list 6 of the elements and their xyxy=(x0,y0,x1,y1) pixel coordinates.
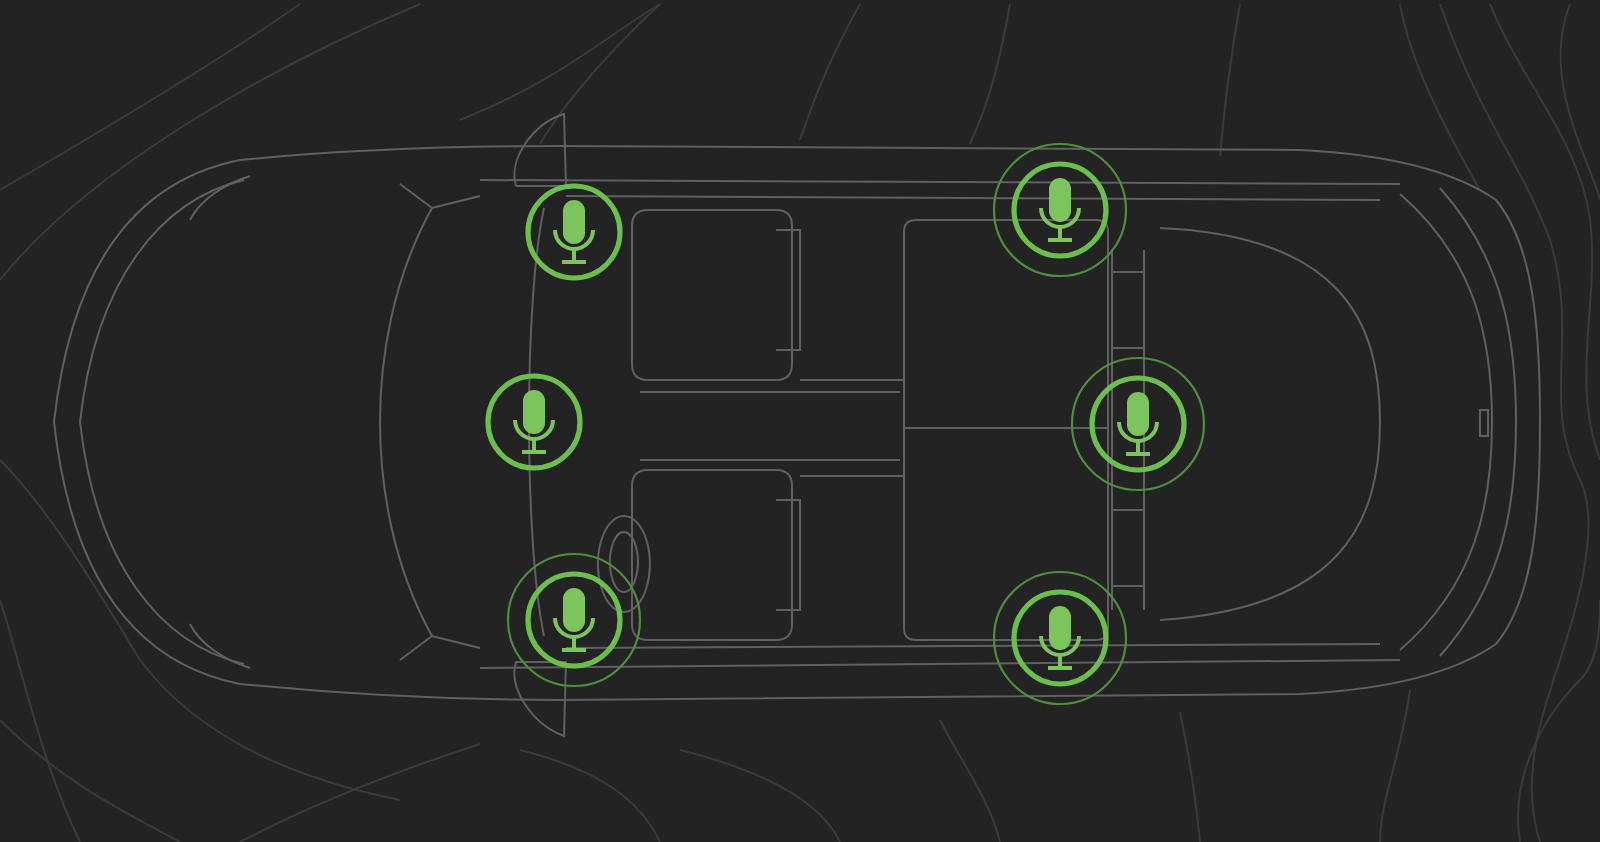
microphone-icon xyxy=(1070,356,1206,492)
microphone-icon xyxy=(524,182,624,282)
microphone-icon xyxy=(992,142,1128,278)
microphone-icon xyxy=(484,372,584,472)
microphone-icon xyxy=(992,570,1128,706)
microphone-icon xyxy=(506,552,642,688)
